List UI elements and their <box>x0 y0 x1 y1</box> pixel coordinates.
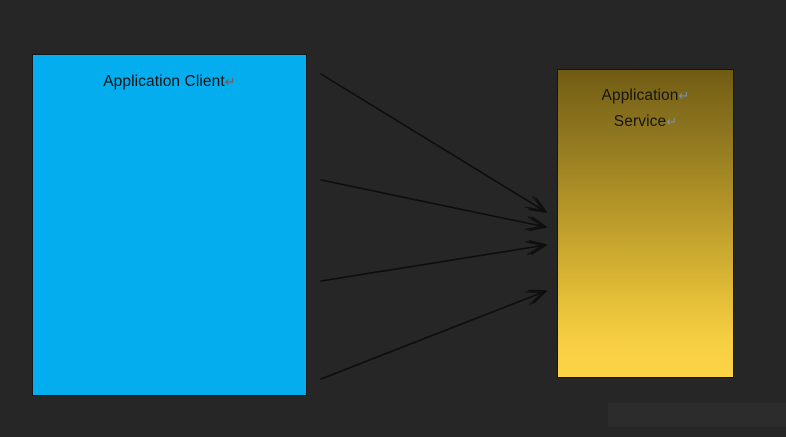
connector-arrow[interactable] <box>320 73 547 213</box>
connector-arrowhead <box>524 241 543 256</box>
paragraph-return-icon: ↵ <box>666 114 678 129</box>
connector-arrowhead <box>528 216 547 232</box>
connector-line <box>320 179 547 228</box>
connector-group <box>320 73 547 380</box>
node-application-service-label-line-2: Service↵ <box>558 109 733 135</box>
connector-arrow[interactable] <box>320 179 547 232</box>
connector-arrowhead <box>528 240 547 255</box>
node-application-service-text-1: Application <box>601 87 679 104</box>
paragraph-return-icon: ↵ <box>224 74 236 89</box>
connector-arrowhead <box>524 291 543 305</box>
node-application-client[interactable]: Application Client↵ <box>32 54 307 396</box>
connector-arrow[interactable] <box>320 289 547 380</box>
connector-line <box>320 244 547 282</box>
connector-arrowhead <box>528 289 547 304</box>
node-application-service-text-2: Service <box>613 113 667 130</box>
connector-arrowhead <box>525 195 544 211</box>
node-application-service[interactable]: Application↵ Service↵ <box>557 69 734 378</box>
connector-arrowhead <box>528 197 547 213</box>
background-panel <box>608 403 786 427</box>
node-application-service-label-line-1: Application↵ <box>558 83 733 109</box>
connector-line <box>320 73 547 213</box>
connector-arrowhead <box>524 215 543 231</box>
connector-line <box>320 290 547 380</box>
node-application-client-label: Application Client↵ <box>33 69 306 95</box>
node-application-client-text: Application Client <box>103 73 225 90</box>
connector-arrow[interactable] <box>320 240 547 282</box>
paragraph-return-icon: ↵ <box>678 88 690 103</box>
